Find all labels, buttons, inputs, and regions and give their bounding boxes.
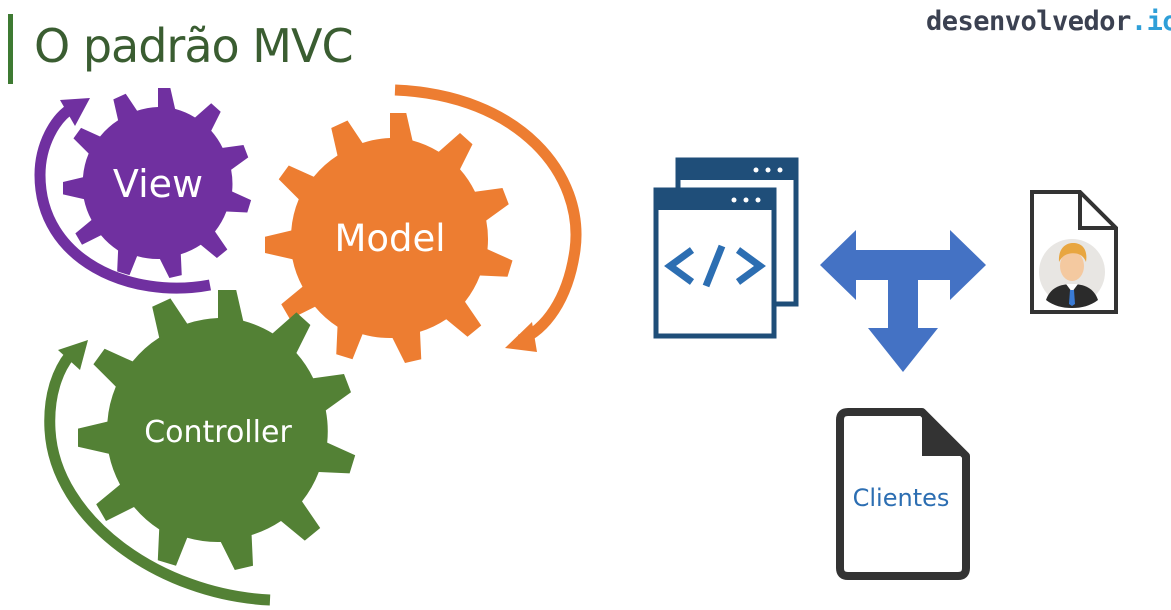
slide-title: O padrão MVC — [34, 19, 354, 73]
title-accent-bar — [8, 14, 13, 84]
three-way-arrow-icon — [820, 230, 986, 372]
brand-logo: desenvolvedor.io — [926, 4, 1171, 40]
profile-document-icon — [1030, 190, 1118, 314]
view-gear: View — [62, 87, 252, 278]
brand-name: desenvolvedor — [926, 6, 1131, 37]
code-windows-icon — [653, 157, 799, 339]
clients-document-label: Clientes — [853, 484, 950, 512]
model-label: Model — [334, 217, 445, 260]
model-gear: Model — [265, 113, 513, 363]
model-cycle-arrow — [394, 84, 582, 352]
view-label: View — [113, 162, 203, 206]
controller-label: Controller — [144, 415, 292, 450]
brand-tld: .io — [1130, 6, 1171, 37]
controller-gear: Controller — [78, 290, 356, 570]
document-icon: Clientes — [836, 408, 970, 580]
controller-cycle-arrow — [44, 340, 271, 606]
view-cycle-arrow — [34, 98, 212, 294]
